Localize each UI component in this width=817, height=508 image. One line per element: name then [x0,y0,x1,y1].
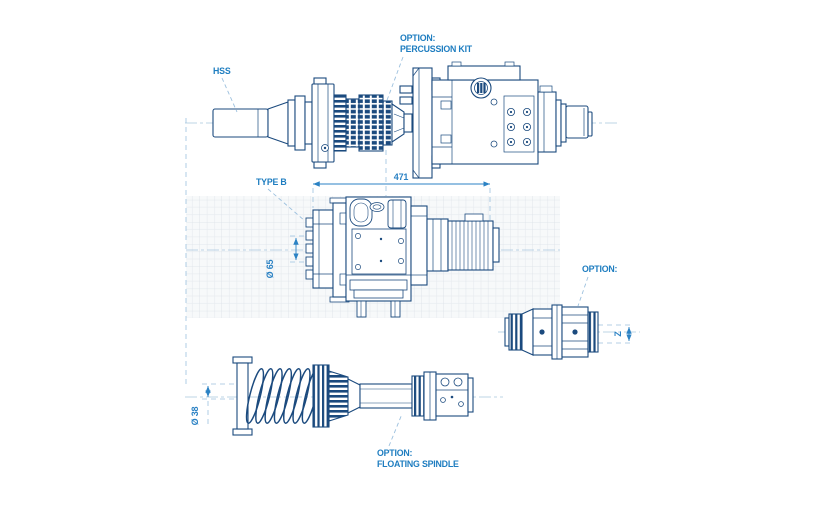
ratchet-teeth [333,94,347,152]
percussion-kit-label-line2: PERCUSSION KIT [400,44,473,54]
housing-panel [351,228,407,275]
percussion-kit-label-line1: OPTION: [400,33,436,43]
tool-shank [212,108,269,138]
motor-end-cap [492,227,500,263]
spindle-nose [312,209,334,289]
spindle-shaft [359,383,413,409]
motor-fins [451,221,489,270]
type-b-label: TYPE B [256,177,287,187]
mount-plate [412,67,433,179]
option-component-view [504,304,599,360]
coil-spring [245,368,320,424]
bolt-circles [506,108,532,146]
gear-teeth-cone [328,370,349,422]
brand-emblem [470,77,492,99]
drive-block [435,373,469,417]
type-b-unit-view [305,196,500,318]
coupling-ribs-left [508,313,523,351]
collet-taper [267,101,289,145]
gear-block [410,205,428,286]
dimension-lines [205,181,632,397]
rear-cylinder [565,105,589,139]
floating-spindle-label-line1: OPTION: [377,448,413,458]
dim-z-stroke: Z [613,331,623,337]
floating-spindle-view [232,356,474,436]
motor [447,220,494,271]
percussion-lamination-right [382,100,393,146]
spring-seat-plate [236,362,249,430]
spring-collar [312,364,330,428]
percussion-unit-view [212,61,593,179]
dim-overall-length: 471 [394,172,409,182]
dim-spindle-diameter: Ø 38 [190,406,200,425]
floating-spindle-label-line2: FLOATING SPINDLE [377,459,459,469]
motor-adapter [426,218,449,272]
rear-plate [537,91,557,153]
dim-nose-diameter: Ø 65 [265,259,275,278]
mounting-feet [356,300,401,318]
percussion-lamination-left [345,98,360,148]
coupling-ribs [411,375,425,417]
percussion-lamination-mid [358,94,384,152]
coupling-ribs-right [587,311,599,353]
leader-lines [221,56,589,447]
option-right-label: OPTION: [582,264,618,274]
nose-ribs [305,217,314,280]
hss-label: HSS [213,66,231,76]
